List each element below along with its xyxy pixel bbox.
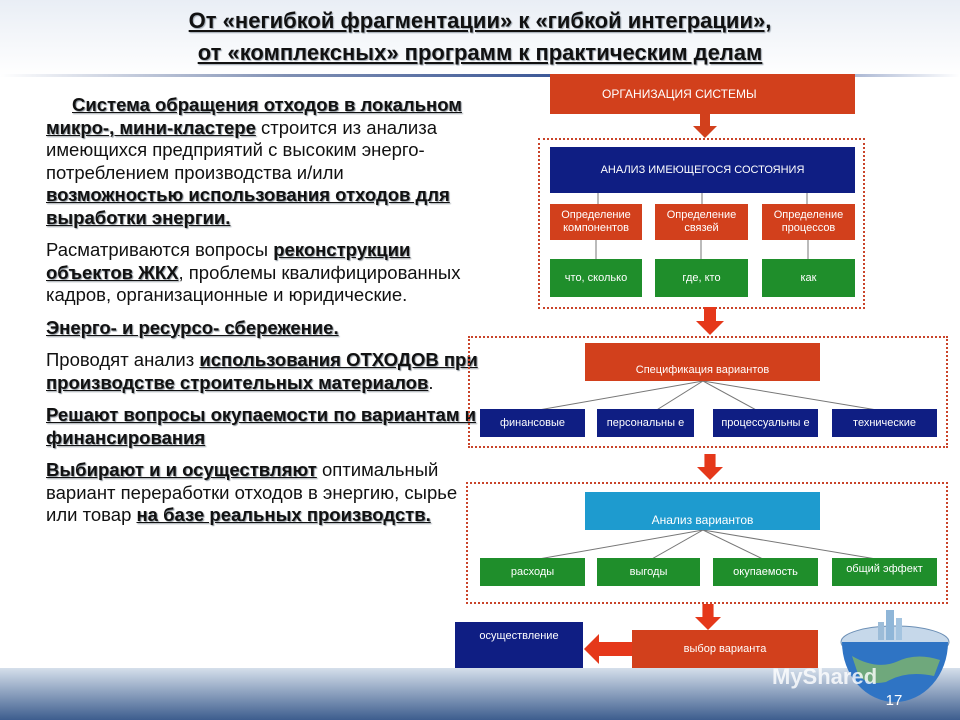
how-box: как <box>762 259 855 297</box>
text-waste-analysis-intro: Проводят анализ <box>46 349 195 370</box>
payback-box: окупаемость <box>713 558 818 586</box>
state-analysis-box: АНАЛИЗ ИМЕЮЩЕГОСЯ СОСТОЯНИЯ <box>550 147 855 193</box>
arrow-down-4 <box>695 604 721 630</box>
org-system-box: ОРГАНИЗАЦИЯ СИСТЕМЫ <box>550 74 855 114</box>
text-reconstruction: реконструкции объектов ЖКХ <box>46 239 411 283</box>
benefits-box: выгоды <box>597 558 700 586</box>
state-analysis-group <box>538 138 865 309</box>
paragraph-reconstruction: Расматриваются вопросы реконструкции объ… <box>46 239 486 307</box>
text-payback: Решают вопросы окупаемости по вариантам … <box>46 404 477 448</box>
title-bar: От «негибкой фрагментации» к «гибкой инт… <box>0 0 960 77</box>
arrow-down-3 <box>697 454 723 480</box>
def-links-box: Определение связей <box>655 204 748 240</box>
arrow-down-2 <box>696 307 724 335</box>
technical-box: технические <box>832 409 937 437</box>
paragraph-waste-analysis: Проводят анализ использования ОТХОДОВ пр… <box>46 349 486 394</box>
financial-box: финансовые <box>480 409 585 437</box>
spec-box: Спецификация вариантов <box>585 343 820 381</box>
analysis-connectors <box>532 530 883 560</box>
left-text-block: Система обращения отходов в локальном ми… <box>46 94 486 537</box>
text-cluster-system: Система обращения отходов в локальном ми… <box>46 94 462 138</box>
total-effect-box: общий эффект <box>832 558 937 586</box>
def-components-box: Определение компонентов <box>550 204 642 240</box>
analysis-group <box>466 482 948 604</box>
where-box: где, кто <box>655 259 748 297</box>
def-processes-box: Определение процессов <box>762 204 855 240</box>
text-reconstruction-intro: Расматриваются вопросы <box>46 239 269 260</box>
paragraph-payback: Решают вопросы окупаемости по вариантам … <box>46 404 486 449</box>
def-connectors <box>595 240 809 259</box>
spec-group <box>468 336 948 448</box>
page-title-line-2: от «комплексных» программ к практическим… <box>197 40 763 65</box>
process-box: процессуальны е <box>713 409 818 437</box>
page-number: 17 <box>885 692 903 709</box>
text-waste-analysis-dot: . <box>428 371 434 393</box>
text-choose: Выбирают и и осуществляют <box>46 459 317 480</box>
paragraph-cluster-system: Система обращения отходов в локальном ми… <box>46 94 486 229</box>
text-reconstruction-comma: , <box>178 261 184 283</box>
page-title-line-1: От «негибкой фрагментации» к «гибкой инт… <box>188 8 772 33</box>
state-analysis-connectors <box>597 193 808 205</box>
analysis-variants-box: Анализ вариантов <box>585 492 820 530</box>
bottom-bar <box>0 668 960 720</box>
spec-connectors <box>532 381 884 411</box>
text-waste-analysis: использования ОТХОДОВ при производстве с… <box>46 349 478 393</box>
paragraph-saving: Энерго- и ресурсо- сбережение. <box>46 317 486 340</box>
choice-box: выбор варианта <box>632 630 818 668</box>
what-box: что, сколько <box>550 259 642 297</box>
text-real-production: на базе реальных производств. <box>136 504 431 525</box>
personal-box: персональны е <box>597 409 694 437</box>
costs-box: расходы <box>480 558 585 586</box>
text-energy-saving: Энерго- и ресурсо- сбережение. <box>46 316 339 338</box>
title-divider <box>0 74 960 77</box>
globe-icon <box>840 610 950 702</box>
watermark-text: MyShared <box>772 664 878 689</box>
realization-box: осуществление <box>455 622 583 670</box>
text-choose-rest: оптимальный вариант переработки отходов … <box>46 459 458 525</box>
arrow-down-1 <box>693 114 717 138</box>
text-reconstruction-rest: проблемы квалифицированных кадров, орган… <box>46 261 461 306</box>
paragraph-choose: Выбирают и и осуществляют оптимальный ва… <box>46 459 486 527</box>
text-energy-possibility: возможностью использования отходов для в… <box>46 184 450 228</box>
text-cluster-plain: строится из анализа имеющихся предприяти… <box>46 116 437 183</box>
arrow-left <box>584 634 632 664</box>
